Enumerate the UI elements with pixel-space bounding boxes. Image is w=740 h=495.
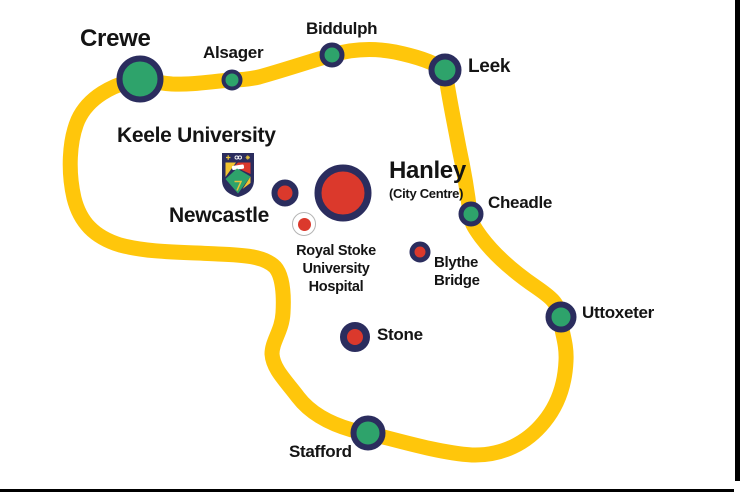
blythe-bridge-label: Blythe Bridge — [434, 254, 480, 291]
blythe-bridge-label-line2: Bridge — [434, 272, 480, 290]
royal-stoke-label-line1: Royal Stoke — [296, 243, 376, 259]
hanley-label: Hanley (City Centre) — [389, 157, 466, 201]
blythe-bridge-stop-marker — [409, 241, 431, 263]
stafford-stop-marker — [350, 415, 386, 451]
leek-stop-marker — [428, 53, 462, 87]
biddulph-label: Biddulph — [306, 19, 378, 38]
royal-stoke-hospital-marker — [292, 212, 316, 236]
leek-label: Leek — [468, 56, 511, 77]
royal-stoke-hospital-label: Royal Stoke University Hospital — [291, 242, 381, 296]
crewe-stop-marker — [116, 55, 164, 103]
keele-university-label: Keele University — [117, 124, 276, 147]
biddulph-stop-marker — [319, 42, 345, 68]
hanley-label-main: Hanley — [389, 157, 466, 184]
cheadle-stop-marker — [458, 201, 484, 227]
stone-stop-marker — [340, 322, 370, 352]
stone-label: Stone — [377, 325, 423, 344]
window-edge-bottom — [0, 489, 734, 492]
royal-stoke-label-line2: University — [302, 261, 370, 278]
bus-route-line — [62, 42, 574, 463]
hospital-red-dot — [297, 217, 311, 231]
alsager-stop-marker — [221, 69, 243, 91]
stafford-label: Stafford — [289, 442, 352, 461]
uttoxeter-label: Uttoxeter — [582, 303, 654, 322]
blythe-bridge-label-line1: Blythe — [434, 254, 479, 271]
hanley-stop-marker — [314, 164, 372, 222]
crewe-label: Crewe — [80, 25, 151, 52]
newcastle-stop-marker — [271, 179, 299, 207]
royal-stoke-label-line3: Hospital — [308, 279, 364, 296]
window-edge-right — [735, 0, 740, 481]
newcastle-label: Newcastle — [169, 204, 270, 227]
alsager-label: Alsager — [203, 43, 264, 62]
hanley-label-sub: (City Centre) — [389, 186, 464, 201]
uttoxeter-stop-marker — [545, 301, 577, 333]
cheadle-label: Cheadle — [488, 193, 553, 212]
keele-university-crest-icon — [222, 153, 254, 197]
